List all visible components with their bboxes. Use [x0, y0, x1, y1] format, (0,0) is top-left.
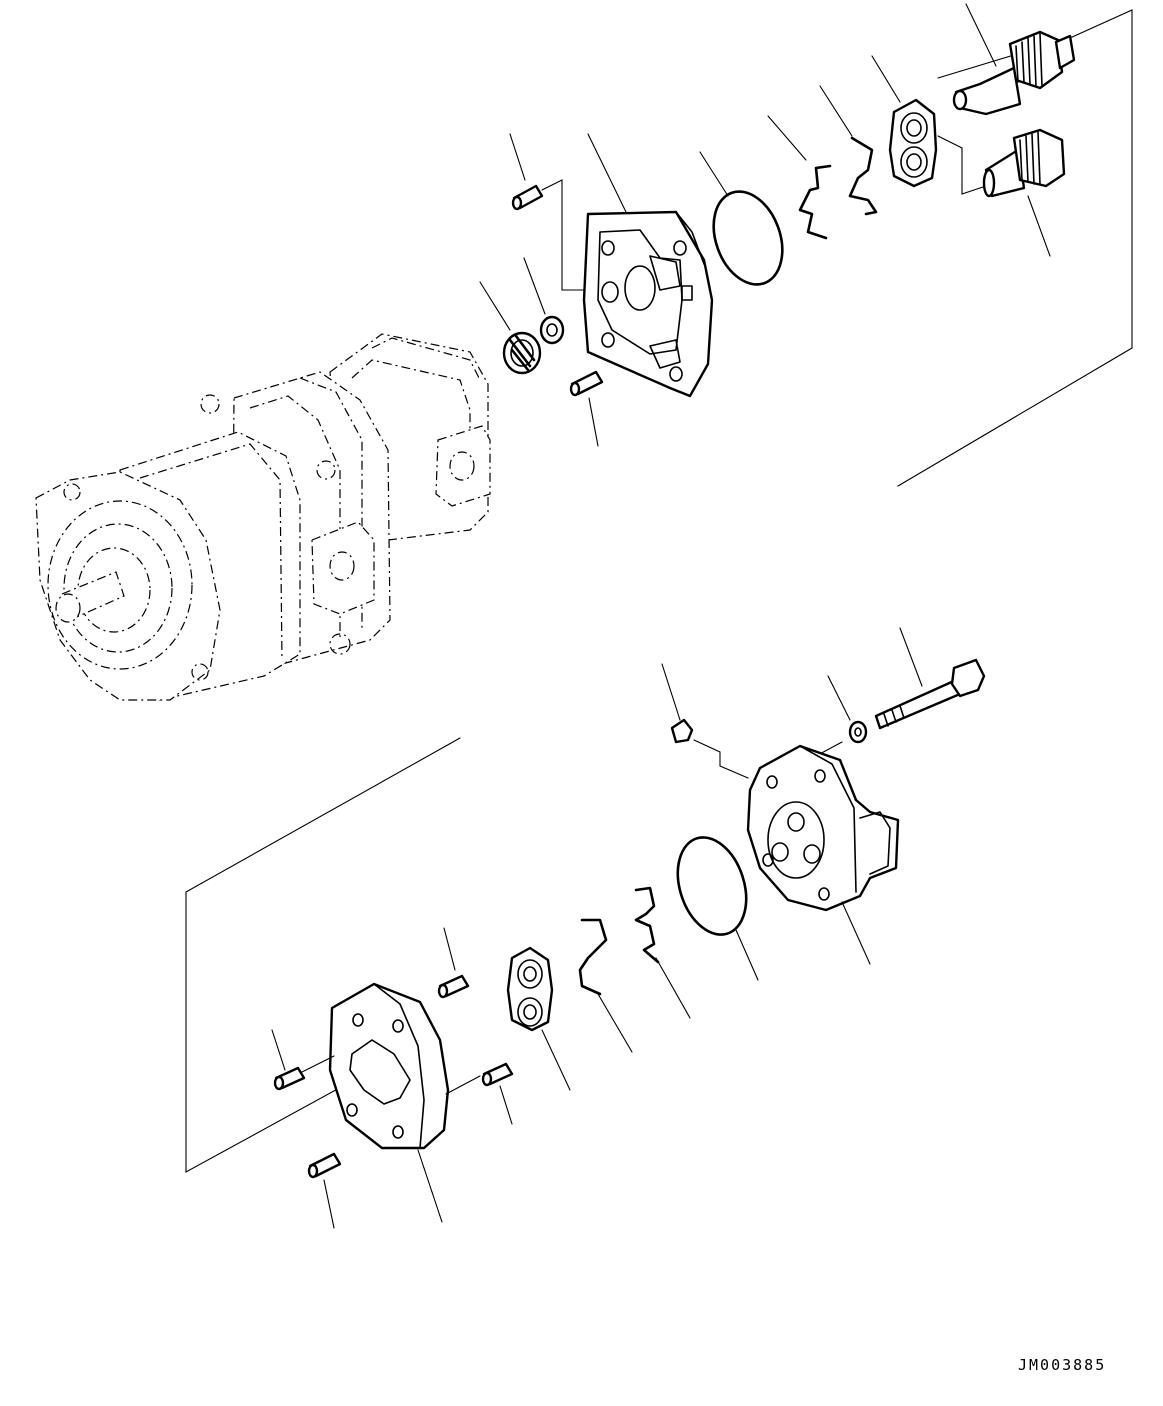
bushing-lower: [506, 946, 571, 1091]
backup-ring-upper-b: [819, 85, 878, 216]
gear-housing-lower: [328, 982, 450, 1223]
backup-ring-lower-a: [634, 886, 691, 1019]
o-ring-lower: [676, 836, 759, 981]
backup-ring-upper-a: [767, 115, 832, 240]
dowel-pin-lower-d: [307, 1152, 342, 1229]
dowel-pin-upper: [509, 133, 601, 291]
lower-group-bracket: [185, 737, 461, 1173]
pump-assembly-phantom: [35, 333, 491, 701]
drawing-code: JM003885: [1018, 1356, 1107, 1374]
dowel-pin-lower-upper-group: [569, 370, 604, 447]
backup-ring-lower-b: [578, 918, 633, 1053]
washer-upper: [523, 257, 565, 345]
dowel-pin-lower-a: [437, 927, 470, 999]
washer-lower: [827, 675, 868, 744]
bushing-upper: [871, 55, 987, 195]
bearing: [479, 281, 542, 375]
drive-gear-shaft: [952, 3, 1076, 116]
dowel-pin-lower-c: [271, 1029, 335, 1091]
o-ring-upper: [699, 151, 784, 286]
driven-gear: [982, 128, 1066, 257]
end-cover-plate: [582, 133, 714, 398]
dowel-pin-lower-b: [445, 1062, 514, 1125]
flange-cover-lower: [746, 744, 900, 965]
mounting-bolt: [815, 627, 986, 757]
plug-lower: [661, 663, 749, 779]
